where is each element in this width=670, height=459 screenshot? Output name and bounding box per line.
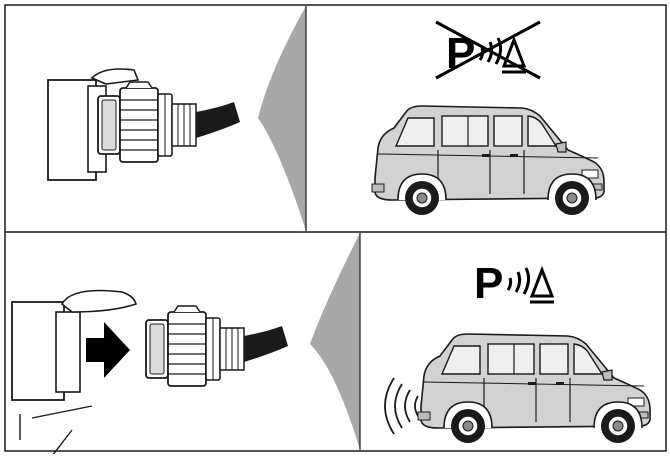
svg-text:P: P (474, 259, 503, 308)
arrow-right-icon (86, 322, 130, 378)
connector-plug-icon (146, 306, 288, 386)
connector-plug-icon (98, 82, 240, 162)
van-icon (418, 334, 650, 443)
zoom-wedge (310, 233, 360, 450)
van-icon (372, 106, 604, 215)
parking-sensor-icon: P (474, 259, 554, 308)
bottom-panel: P (12, 233, 650, 454)
zoom-wedge (258, 6, 306, 231)
socket-icon (12, 291, 136, 455)
sensor-waves-icon (385, 378, 418, 434)
top-panel (48, 6, 604, 231)
